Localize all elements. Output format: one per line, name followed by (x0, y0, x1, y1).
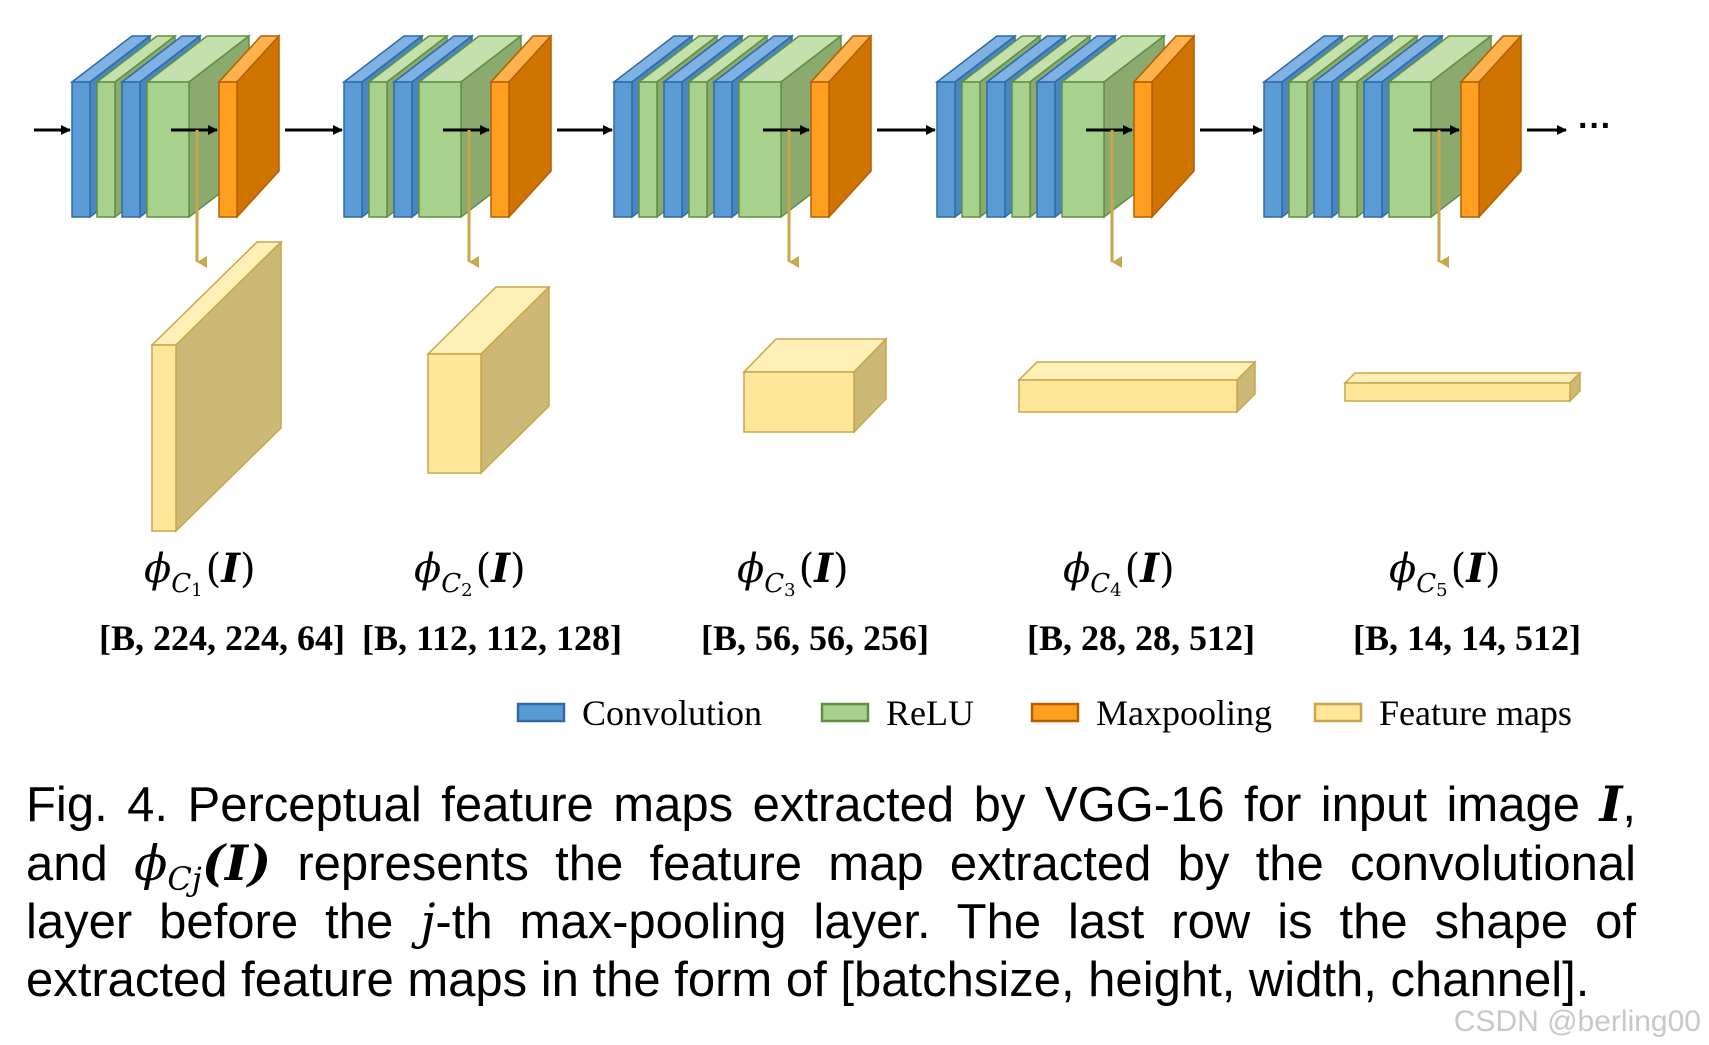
feature-map-4 (1017, 360, 1257, 414)
legend: Convolution ReLU Maxpooling Feature maps (516, 693, 1572, 733)
network-layers (69, 34, 1523, 219)
phi-label-3: ϕC3(I) (737, 545, 849, 601)
caption-part-3: represents the feature map extracted by … (26, 837, 1636, 949)
shape-label-3: [B, 56, 56, 256] (701, 618, 929, 658)
phi-symbol: ϕ (414, 546, 441, 592)
paren-close: ) (510, 546, 526, 592)
legend-swatch-conv (516, 702, 566, 723)
stage-5-maxpool-layer (1459, 34, 1523, 219)
shape-label-4: [B, 28, 28, 512] (1027, 618, 1255, 658)
legend-swatch-pool (1030, 702, 1080, 723)
paren-close: ) (1485, 546, 1501, 592)
legend-swatch-relu (820, 702, 870, 723)
caption-part-4: -th max-pooling layer. The last row is t… (26, 895, 1636, 1007)
phi-symbol: ϕ (1389, 546, 1416, 592)
phi-label-1: ϕC1(I) (144, 545, 256, 601)
feature-map-3 (742, 337, 888, 434)
phi-label-2: ϕC2(I) (414, 545, 526, 601)
stage-3-maxpool-layer (809, 34, 873, 219)
caption-math-j: j (420, 893, 436, 950)
paren-close: ) (240, 546, 256, 592)
caption-part-1: Fig. 4. Perceptual feature maps extracte… (26, 778, 1600, 832)
input-symbol: I (220, 545, 241, 592)
phi-subsubscript: 1 (191, 580, 202, 601)
phi-subscript: C (764, 569, 784, 599)
feature-map-5 (1343, 371, 1582, 403)
phi-subsubscript: 5 (1436, 580, 1447, 601)
paren-open: ( (1125, 546, 1141, 592)
legend-item-conv: Convolution (516, 693, 762, 733)
paren-close: ) (1159, 546, 1175, 592)
shape-label-5: [B, 14, 14, 512] (1353, 618, 1581, 658)
input-symbol: I (813, 545, 834, 592)
feature-map-2 (426, 285, 551, 475)
feature-map-1 (150, 240, 283, 533)
input-symbol: I (1139, 545, 1160, 592)
shape-label-1: [B, 224, 224, 64] (99, 618, 345, 658)
input-symbol: I (1465, 545, 1486, 592)
vgg16-feature-diagram: ··· ϕC1(I)[B, 224, 224, 64]ϕC2(I)[B, 112… (34, 34, 1612, 733)
phi-symbol: ϕ (1063, 546, 1090, 592)
paren-open: ( (476, 546, 492, 592)
legend-label-pool: Maxpooling (1096, 693, 1272, 733)
stage-labels: ϕC1(I)[B, 224, 224, 64]ϕC2(I)[B, 112, 11… (99, 545, 1581, 658)
phi-symbol: ϕ (737, 546, 764, 592)
legend-item-feat: Feature maps (1313, 693, 1572, 733)
paren-open: ( (1451, 546, 1467, 592)
legend-item-relu: ReLU (820, 693, 974, 733)
caption-math-arg: (I) (201, 834, 272, 892)
legend-label-feat: Feature maps (1379, 693, 1572, 733)
phi-label-4: ϕC4(I) (1063, 545, 1175, 601)
phi-subscript: C (1416, 569, 1436, 599)
stage-1-maxpool-layer (217, 34, 281, 219)
legend-label-relu: ReLU (886, 693, 974, 733)
caption-math-phi-sub: Cj (167, 860, 202, 898)
stage-2-maxpool-layer (489, 34, 553, 219)
caption-math-phi: ϕ (134, 835, 168, 892)
phi-subscript: C (441, 569, 461, 599)
flow-arrows: ··· (34, 107, 1612, 268)
figure-caption: Fig. 4. Perceptual feature maps extracte… (26, 775, 1636, 1009)
legend-item-pool: Maxpooling (1030, 693, 1272, 733)
phi-subscript: C (171, 569, 191, 599)
legend-swatch-feat (1313, 702, 1363, 723)
phi-subsubscript: 3 (784, 580, 795, 601)
feature-maps (150, 240, 1582, 533)
continuation-ellipsis: ··· (1578, 107, 1612, 145)
stage-4-maxpool-layer (1132, 34, 1196, 219)
phi-subsubscript: 4 (1110, 580, 1121, 601)
caption-part-2: , and (26, 778, 1636, 891)
phi-symbol: ϕ (144, 546, 171, 592)
legend-label-conv: Convolution (582, 693, 762, 733)
input-symbol: I (490, 545, 511, 592)
paren-close: ) (833, 546, 849, 592)
shape-label-2: [B, 112, 112, 128] (362, 618, 622, 658)
phi-label-5: ϕC5(I) (1389, 545, 1501, 601)
watermark: CSDN @berling00 (1453, 1005, 1701, 1038)
phi-subsubscript: 2 (461, 580, 472, 601)
paren-open: ( (206, 546, 222, 592)
phi-subscript: C (1090, 569, 1110, 599)
caption-math-I: I (1599, 775, 1623, 833)
paren-open: ( (799, 546, 815, 592)
